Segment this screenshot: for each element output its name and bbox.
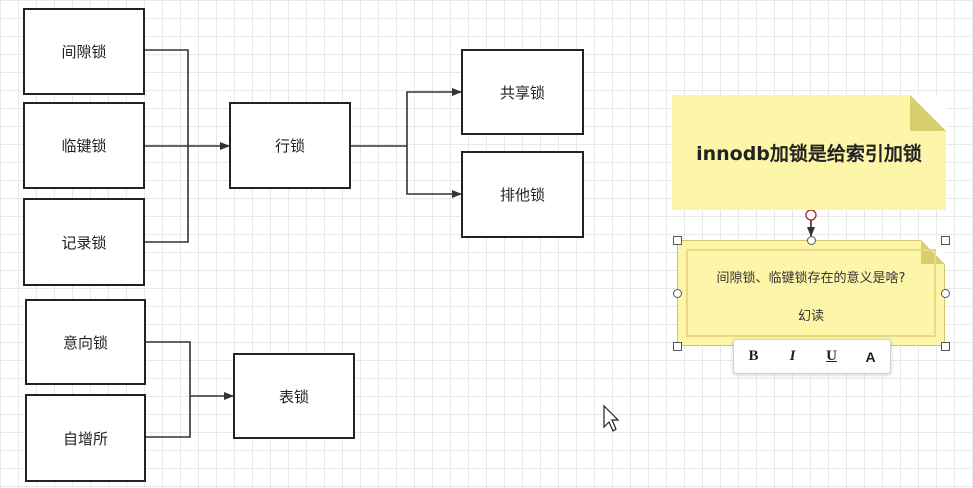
- note-question[interactable]: 间隙锁、临键锁存在的意义是啥? 幻读: [677, 240, 945, 346]
- node-exclusive-lock[interactable]: 排他锁: [461, 151, 584, 238]
- text-format-toolbar: B I U A: [733, 339, 891, 374]
- resize-handle-top-center[interactable]: [807, 236, 816, 245]
- bold-button[interactable]: B: [748, 348, 759, 364]
- node-record-lock-label: 记录锁: [61, 233, 107, 252]
- resize-handle-middle-left[interactable]: [673, 289, 682, 298]
- resize-handle-bottom-right[interactable]: [941, 342, 950, 351]
- mouse-cursor-icon: [603, 404, 620, 432]
- node-auto-inc-label: 自增所: [62, 429, 108, 448]
- italic-button[interactable]: I: [789, 348, 796, 364]
- node-row-lock[interactable]: 行锁: [229, 102, 351, 189]
- node-next-key-lock[interactable]: 临键锁: [23, 102, 145, 189]
- note-link-handle[interactable]: [805, 209, 817, 221]
- font-color-button[interactable]: A: [865, 348, 876, 365]
- note-question-text[interactable]: 间隙锁、临键锁存在的意义是啥?: [716, 271, 906, 286]
- node-table-lock-label: 表锁: [278, 387, 309, 406]
- resize-handle-bottom-left[interactable]: [673, 342, 682, 351]
- note-main[interactable]: innodb加锁是给索引加锁: [672, 95, 946, 210]
- note-main-fold: [910, 95, 946, 131]
- node-gap-lock-label: 间隙锁: [61, 43, 107, 61]
- edge-intention-to-table: [146, 341, 191, 396]
- note-answer-text[interactable]: 幻读: [797, 309, 824, 324]
- node-shared-lock-label: 共享锁: [499, 83, 545, 102]
- node-table-lock[interactable]: 表锁: [233, 353, 355, 439]
- note-main-text: innodb加锁是给索引加锁: [696, 143, 922, 165]
- node-shared-lock[interactable]: 共享锁: [461, 49, 584, 135]
- node-auto-inc[interactable]: 自增所: [25, 394, 146, 482]
- resize-handle-top-left[interactable]: [673, 236, 682, 245]
- node-next-key-lock-label: 临键锁: [61, 137, 107, 155]
- node-record-lock[interactable]: 记录锁: [23, 198, 145, 286]
- note-question-text-frame: [686, 249, 936, 337]
- node-intention-lock-label: 意向锁: [62, 333, 108, 352]
- edge-record-to-row: [145, 146, 189, 243]
- edge-row-to-exclusive: [406, 146, 462, 198]
- underline-button[interactable]: U: [826, 348, 837, 364]
- edge-row-to-shared: [406, 88, 462, 146]
- node-row-lock-label: 行锁: [274, 137, 305, 155]
- note-question-fold: [921, 240, 945, 264]
- resize-handle-top-right[interactable]: [941, 236, 950, 245]
- edge-gap-to-row: [145, 49, 189, 146]
- resize-handle-middle-right[interactable]: [941, 289, 950, 298]
- node-intention-lock[interactable]: 意向锁: [25, 299, 146, 385]
- edge-autoinc-to-table: [146, 396, 191, 438]
- node-gap-lock[interactable]: 间隙锁: [23, 8, 145, 95]
- node-exclusive-lock-label: 排他锁: [499, 186, 545, 204]
